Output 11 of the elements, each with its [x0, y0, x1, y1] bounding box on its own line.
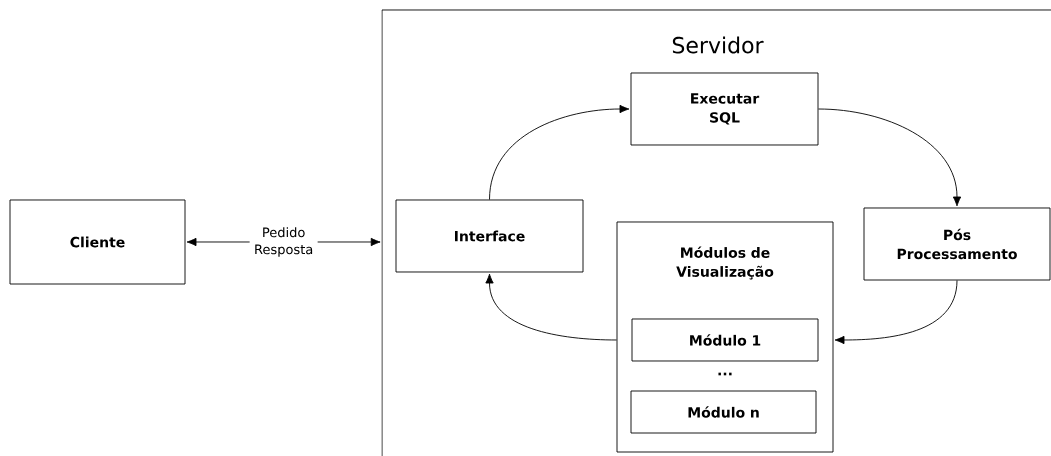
- client-box: Cliente: [9, 199, 186, 285]
- arrow: [485, 273, 617, 341]
- edge-label: Pedido Resposta: [249, 226, 318, 258]
- process-box: Executar SQL: [630, 72, 819, 146]
- arrow: [489, 104, 630, 200]
- process-box: Pós Processamento: [863, 207, 1051, 281]
- arrow: [818, 108, 962, 207]
- arrow: [834, 280, 958, 345]
- module-box: Módulo n: [630, 390, 817, 434]
- module-box: Módulo 1: [631, 318, 819, 362]
- process-box: Interface: [395, 199, 584, 273]
